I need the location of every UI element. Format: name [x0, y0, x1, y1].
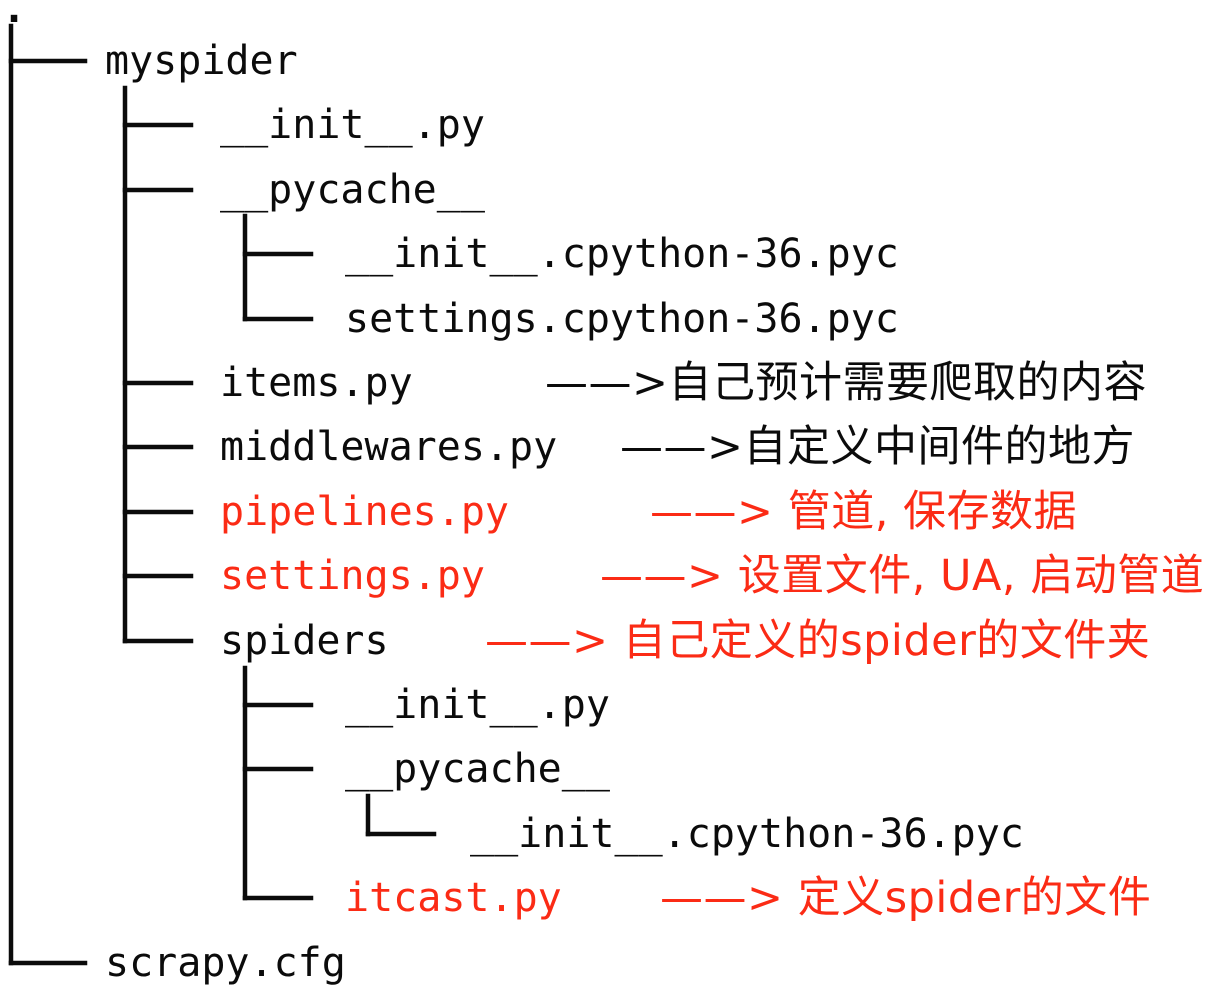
annotation-settings-py: ——> 设置文件, UA, 启动管道 [600, 551, 1204, 601]
tree-node-pycache-2: __pycache__ [345, 746, 611, 792]
tree-node-items-py: items.py [220, 360, 413, 406]
tree-node-init-cpython-1: __init__.cpython-36.pyc [345, 231, 899, 277]
tree-node-middlewares-py: middlewares.py [220, 424, 557, 470]
tree-node-pycache-1: __pycache__ [220, 167, 486, 213]
tree-node-init-py-1: __init__.py [220, 102, 485, 148]
tree-node-init-cpython-2: __init__.cpython-36.pyc [470, 811, 1024, 857]
annotation-items-py: ——>自己预计需要爬取的内容 [545, 358, 1147, 408]
annotation-middlewares-py: ——>自定义中间件的地方 [620, 422, 1135, 472]
tree-node-root-dot: . [2, 0, 26, 32]
tree-node-myspider: myspider [105, 38, 298, 84]
annotation-spiders: ——> 自己定义的spider的文件夹 [485, 616, 1150, 666]
tree-node-spiders: spiders [220, 618, 389, 664]
annotation-itcast-py: ——> 定义spider的文件 [660, 873, 1151, 923]
tree-node-settings-py: settings.py [220, 553, 485, 599]
annotation-pipelines-py: ——> 管道, 保存数据 [650, 487, 1077, 537]
tree-node-itcast-py: itcast.py [345, 875, 562, 921]
tree-node-init-py-2: __init__.py [345, 682, 610, 728]
tree-node-settings-cpython: settings.cpython-36.pyc [345, 296, 899, 342]
tree-node-pipelines-py: pipelines.py [220, 489, 509, 535]
tree-node-scrapy-cfg: scrapy.cfg [105, 940, 346, 986]
